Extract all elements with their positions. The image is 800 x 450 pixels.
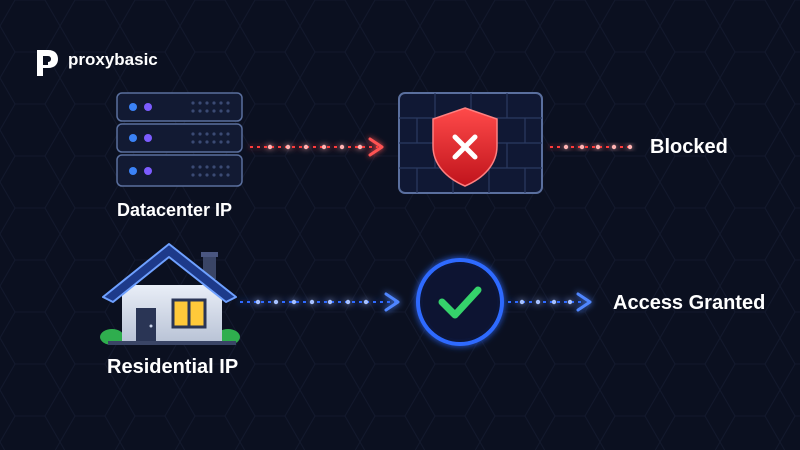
blocked-line-out — [550, 144, 633, 150]
server-rack-icon — [116, 92, 243, 187]
residential-ip-label: Residential IP — [107, 356, 239, 378]
proxybasic-logo-icon — [37, 50, 58, 76]
checkmark-circle-icon — [416, 258, 504, 346]
datacenter-ip-label: Datacenter IP — [117, 200, 233, 220]
granted-arrow-out — [508, 292, 592, 312]
blocked-label: Blocked — [650, 136, 728, 158]
house-icon — [100, 243, 240, 345]
firewall-shield-x-icon — [398, 92, 543, 194]
access-granted-label: Access Granted — [613, 292, 766, 314]
granted-arrow-in — [240, 292, 400, 312]
brand-name: proxybasic — [68, 50, 158, 69]
blocked-arrow-in — [250, 137, 384, 157]
